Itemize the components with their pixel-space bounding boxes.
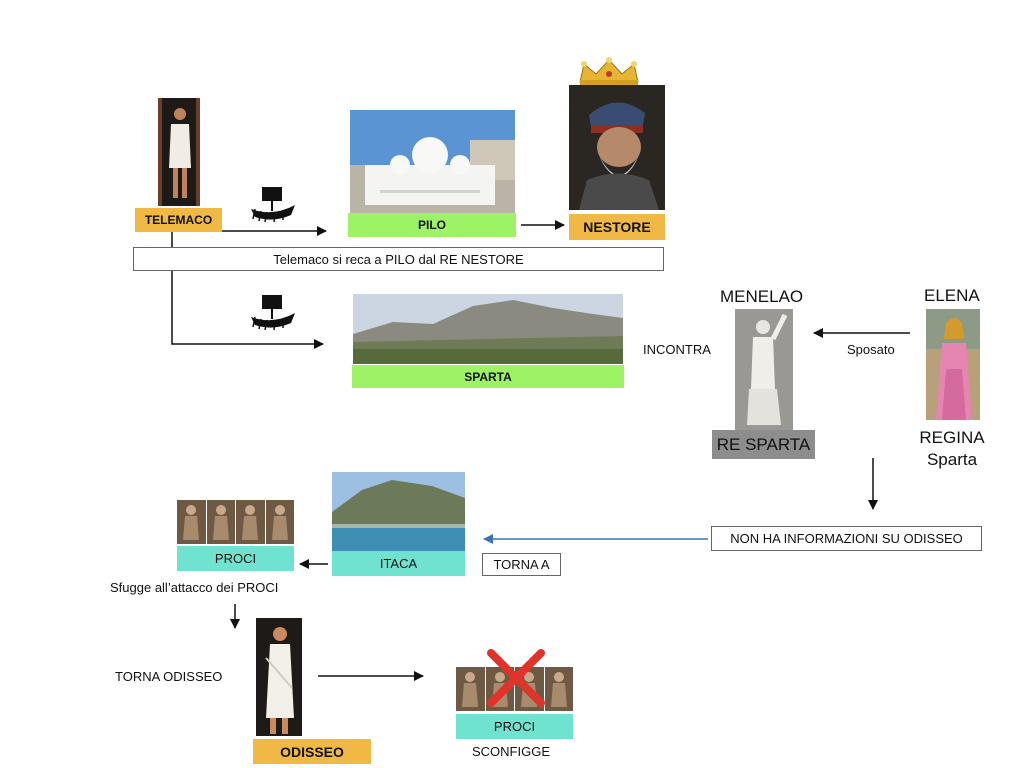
elena-title: ELENA: [924, 286, 980, 305]
no-info-box: NON HA INFORMAZIONI SU ODISSEO: [711, 526, 982, 551]
crown-icon: [576, 56, 642, 86]
proci-figure: [456, 667, 485, 711]
proci-figure: [544, 667, 573, 711]
odisseo-image: [256, 618, 302, 736]
sposato-text: Sposato: [847, 342, 895, 357]
pilo-label: PILO: [348, 213, 516, 237]
ship-icon: [249, 185, 297, 223]
nestore-label: NESTORE: [569, 214, 665, 240]
re-sparta-label: RE SPARTA: [712, 430, 815, 459]
regina-subtitle: Sparta: [926, 450, 978, 469]
menelao-title: MENELAO: [720, 287, 804, 306]
nestore-image: [569, 85, 665, 210]
torna-a-box: TORNA A: [482, 553, 561, 576]
menelao-image: [735, 309, 793, 430]
pilo-image: [350, 110, 515, 213]
sparta-image: [353, 294, 623, 364]
itaca-label: ITACA: [332, 551, 465, 576]
proci-label-bottom: PROCI: [456, 714, 573, 739]
proci-figure: [236, 500, 265, 544]
odisseo-label: ODISSEO: [253, 739, 371, 764]
elena-image: [926, 309, 980, 420]
regina-label: REGINA Sparta: [919, 427, 985, 471]
sfugge-text: Sfugge all’attacco dei PROCI: [110, 580, 279, 595]
cross-icon: [485, 647, 547, 709]
regina-title: REGINA: [919, 428, 985, 447]
proci-figure: [206, 500, 235, 544]
itaca-image: [332, 472, 465, 551]
proci-image: [177, 500, 294, 544]
telemaco-image: [158, 98, 200, 206]
proci-figure: [177, 500, 206, 544]
torna-odisseo-text: TORNA ODISSEO: [115, 669, 223, 684]
proci-figure: [265, 500, 294, 544]
caption-box: Telemaco si reca a PILO dal RE NESTORE: [133, 247, 664, 271]
telemaco-label: TELEMACO: [135, 208, 222, 232]
ship-icon: [249, 293, 297, 331]
sconfigge-text: SCONFIGGE: [472, 744, 551, 759]
sparta-label: SPARTA: [352, 365, 624, 388]
proci-label-top: PROCI: [177, 546, 294, 571]
incontra-text: INCONTRA: [643, 342, 711, 357]
